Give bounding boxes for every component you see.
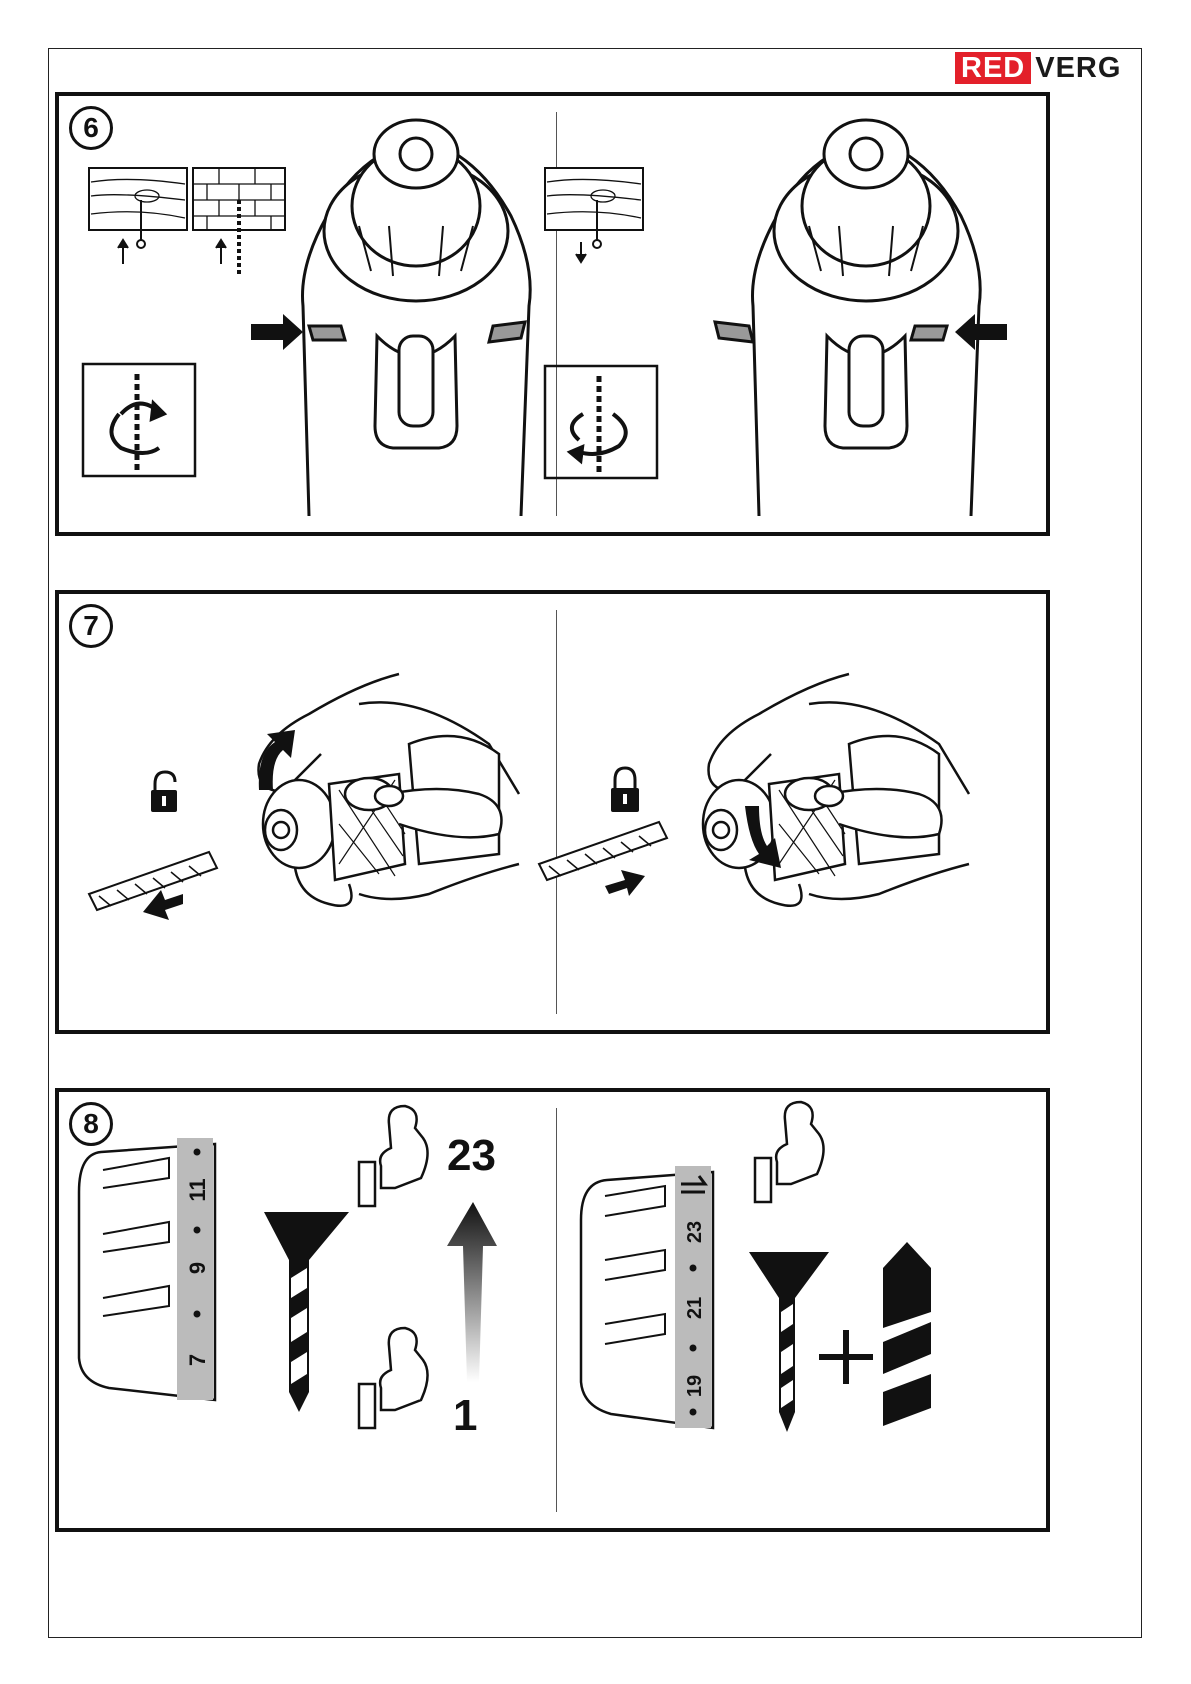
scale-dot xyxy=(194,1311,201,1318)
brand-logo: RED VERG xyxy=(955,52,1121,84)
drill-body-right xyxy=(715,120,980,516)
rotate-clockwise-icon xyxy=(83,364,195,476)
scale-dot xyxy=(690,1265,697,1272)
flexed-arm-icon xyxy=(359,1328,428,1428)
torque-mark: 21 xyxy=(684,1297,706,1319)
torque-arrow-up-icon xyxy=(447,1202,497,1382)
torque-mark: 11 xyxy=(185,1178,210,1201)
scale-dot xyxy=(690,1409,697,1416)
brick-drill-icon xyxy=(193,168,285,274)
screw-icon xyxy=(264,1212,349,1412)
step-8-illustration: 7 9 11 23 xyxy=(59,1092,1046,1528)
arrow-left-icon xyxy=(143,890,183,920)
brand-logo-red: RED xyxy=(955,52,1031,84)
hand-chuck-left xyxy=(259,674,520,906)
screw-icon xyxy=(749,1252,829,1432)
step-7-panel: 7 xyxy=(55,590,1050,1034)
torque-min-label: 1 xyxy=(453,1391,477,1440)
step-6-illustration xyxy=(59,96,1046,532)
wood-screw-icon xyxy=(89,168,187,264)
torque-max-label: 23 xyxy=(447,1131,496,1180)
drill-bit-icon xyxy=(883,1242,931,1426)
flexed-arm-icon xyxy=(359,1106,428,1206)
lock-icon xyxy=(611,768,639,812)
torque-mark: 9 xyxy=(185,1262,210,1274)
arrow-right-icon xyxy=(251,314,303,350)
flexed-arm-icon xyxy=(755,1102,824,1202)
step-7-illustration xyxy=(59,594,1046,1030)
drill-body-left xyxy=(303,120,531,516)
scale-dot xyxy=(194,1227,201,1234)
torque-mark: 19 xyxy=(684,1375,706,1397)
unlock-icon xyxy=(151,772,177,812)
scale-dot xyxy=(690,1345,697,1352)
brand-logo-verg: VERG xyxy=(1031,52,1121,84)
arrow-right-icon xyxy=(605,870,645,896)
torque-mark: 23 xyxy=(684,1221,706,1243)
rotate-counterclockwise-icon xyxy=(545,366,657,478)
drill-bit-right xyxy=(539,822,667,880)
plus-icon xyxy=(819,1330,873,1384)
step-8-panel: 8 7 9 11 23 xyxy=(55,1088,1050,1532)
hand-chuck-right xyxy=(703,674,969,906)
wood-screw-icon xyxy=(545,168,643,262)
step-6-panel: 6 xyxy=(55,92,1050,536)
torque-mark: 7 xyxy=(185,1354,210,1366)
scale-dot xyxy=(194,1149,201,1156)
